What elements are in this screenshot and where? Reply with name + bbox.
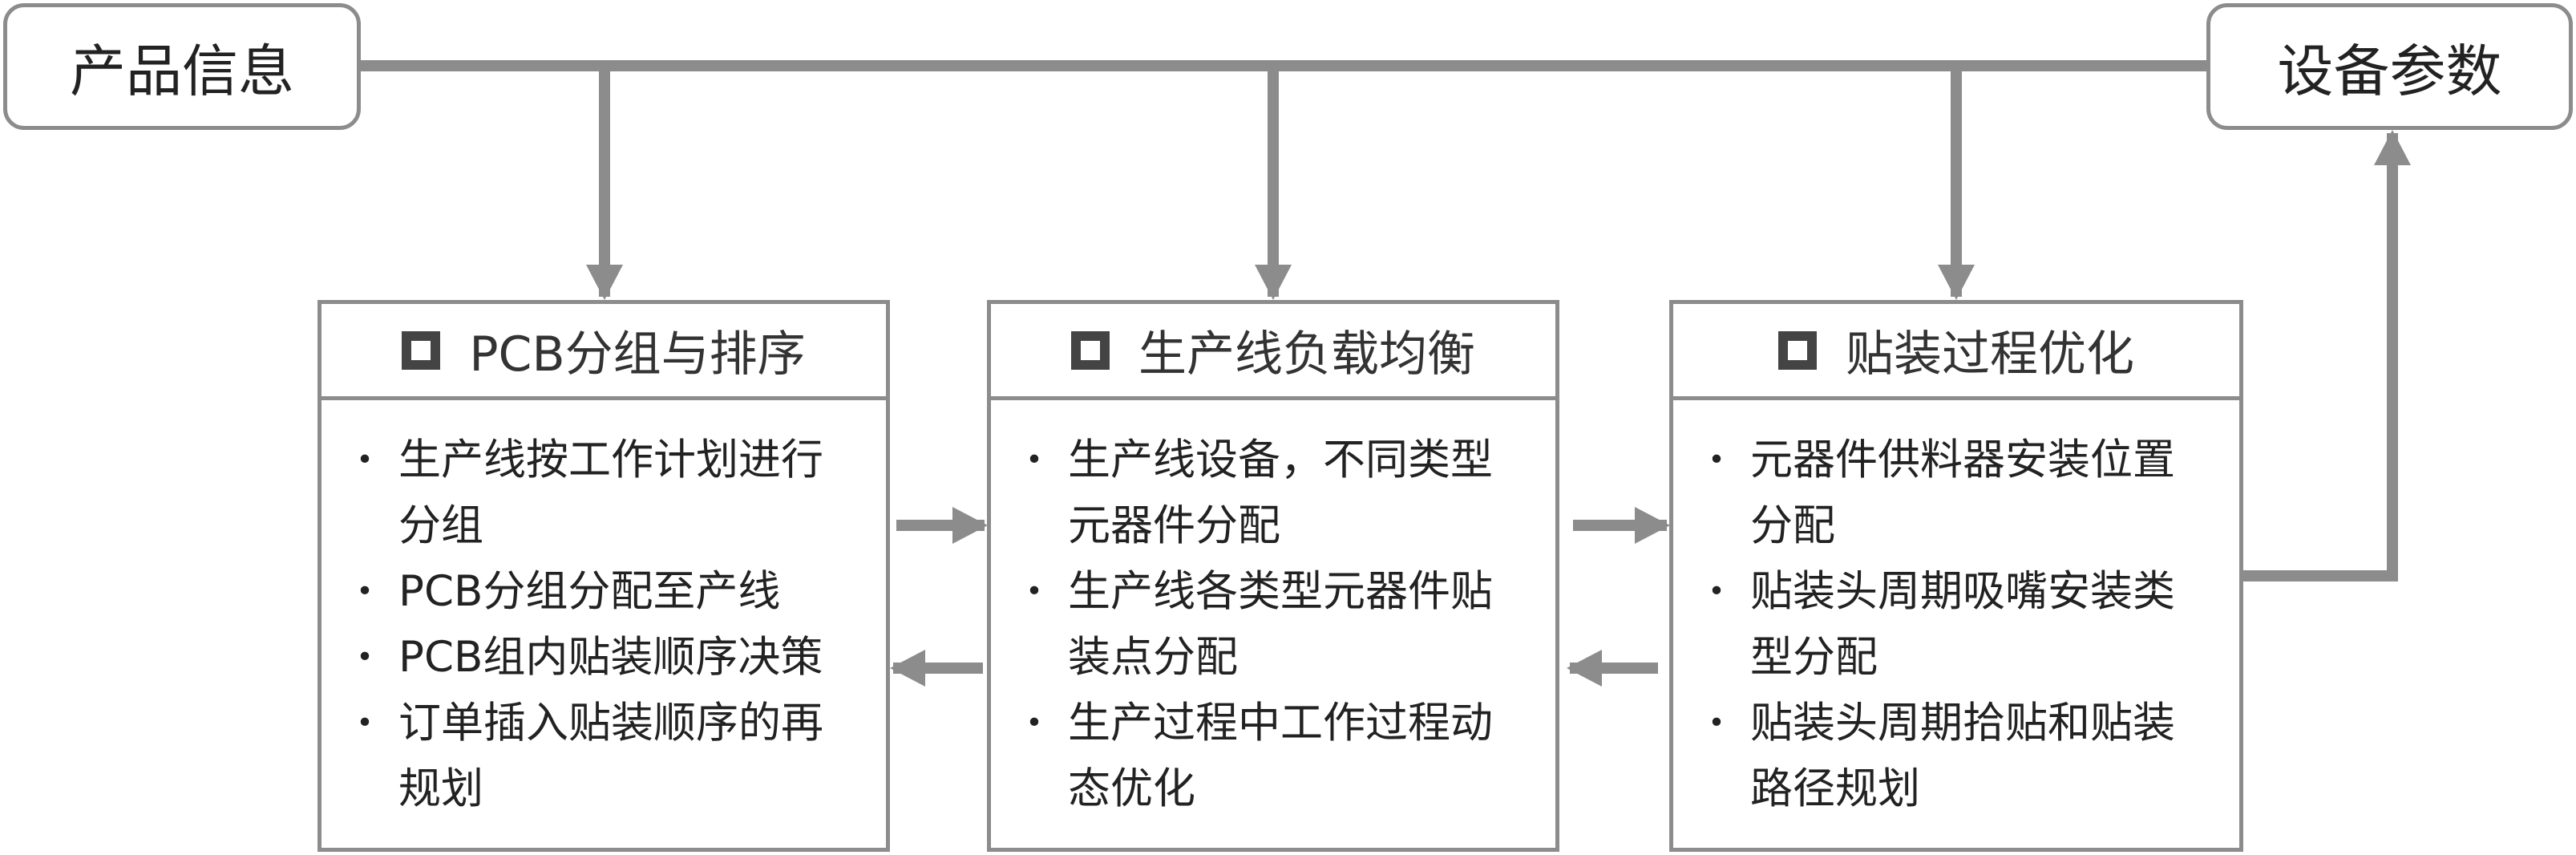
product-info-node: 产品信息 [3,3,361,130]
list-item: • 生产线设备，不同类型元器件分配 [1018,428,1523,559]
product-info-label: 产品信息 [70,38,294,104]
stage-pcb-grouping-sequencing: PCB分组与排序 • 生产线按工作计划进行分组 • PCB分组分配至产线 • PCB组… [317,300,890,852]
list-item: • 贴装头周期吸嘴安装类型分配 [1700,559,2207,691]
list-item: • PCB分组分配至产线 [349,559,854,625]
stage-title: 贴装过程优化 [1846,326,2134,383]
stage-header: PCB分组与排序 [321,304,886,400]
bullet-icon: • [1708,444,1725,476]
list-item: • 订单插入贴装顺序的再规划 [349,691,854,822]
equipment-params-node: 设备参数 [2206,3,2573,130]
list-item-text: 贴装头周期吸嘴安装类型分配 [1750,567,2175,682]
stage-body: • 元器件供料器安装位置分配 • 贴装头周期吸嘴安装类型分配 • 贴装头周期拾贴和贴装… [1673,400,2239,822]
list-item-text: PCB组内贴装顺序决策 [398,633,823,682]
stage-placement-process-optimization: 贴装过程优化 • 元器件供料器安装位置分配 • 贴装头周期吸嘴安装类型分配 • 贴装头… [1669,300,2243,852]
stage-line-load-balancing: 生产线负载均衡 • 生产线设备，不同类型元器件分配 • 生产线各类型元器件贴装点分配… [987,300,1559,852]
list-item-text: 元器件供料器安装位置分配 [1750,436,2175,550]
stage-item-list: • 生产线按工作计划进行分组 • PCB分组分配至产线 • PCB组内贴装顺序决策 •… [349,428,854,822]
list-item-text: 订单插入贴装顺序的再规划 [398,699,823,813]
list-item-text: 生产线设备，不同类型元器件分配 [1068,436,1493,550]
bullet-icon: • [1025,444,1043,476]
bullet-icon: • [356,641,374,674]
list-item: • 元器件供料器安装位置分配 [1700,428,2207,559]
list-item: • 贴装头周期拾贴和贴装路径规划 [1700,691,2207,822]
bullet-icon: • [356,575,374,608]
square-icon [1778,330,1817,370]
list-item-text: PCB分组分配至产线 [398,567,781,616]
equipment-params-label: 设备参数 [2277,38,2502,104]
stage-title: PCB分组与排序 [469,326,806,383]
list-item: • PCB组内贴装顺序决策 [349,625,854,691]
stage-item-list: • 生产线设备，不同类型元器件分配 • 生产线各类型元器件贴装点分配 • 生产过程中工… [1018,428,1523,822]
square-icon [1071,330,1110,370]
arrow-stage-3-to-equipment [2243,130,2411,581]
stage-title: 生产线负载均衡 [1138,326,1475,383]
list-item-text: 贴装头周期拾贴和贴装路径规划 [1750,699,2175,813]
list-item-text: 生产线各类型元器件贴装点分配 [1068,567,1493,682]
list-item: • 生产过程中工作过程动态优化 [1018,691,1523,822]
bullet-icon: • [1025,707,1043,740]
list-item-text: 生产线按工作计划进行分组 [398,436,823,550]
bullet-icon: • [1025,575,1043,608]
stage-header: 生产线负载均衡 [991,304,1555,400]
bullet-icon: • [1708,575,1725,608]
bullet-icon: • [356,444,374,476]
stage-item-list: • 元器件供料器安装位置分配 • 贴装头周期吸嘴安装类型分配 • 贴装头周期拾贴和贴装… [1700,428,2207,822]
stage-header: 贴装过程优化 [1673,304,2239,400]
stage-body: • 生产线设备，不同类型元器件分配 • 生产线各类型元器件贴装点分配 • 生产过程中工… [991,400,1555,822]
list-item: • 生产线按工作计划进行分组 [349,428,854,559]
list-item: • 生产线各类型元器件贴装点分配 [1018,559,1523,691]
list-item-text: 生产过程中工作过程动态优化 [1068,699,1493,813]
square-icon [402,330,441,370]
bullet-icon: • [356,707,374,740]
stage-body: • 生产线按工作计划进行分组 • PCB分组分配至产线 • PCB组内贴装顺序决策 •… [321,400,886,822]
bullet-icon: • [1708,707,1725,740]
